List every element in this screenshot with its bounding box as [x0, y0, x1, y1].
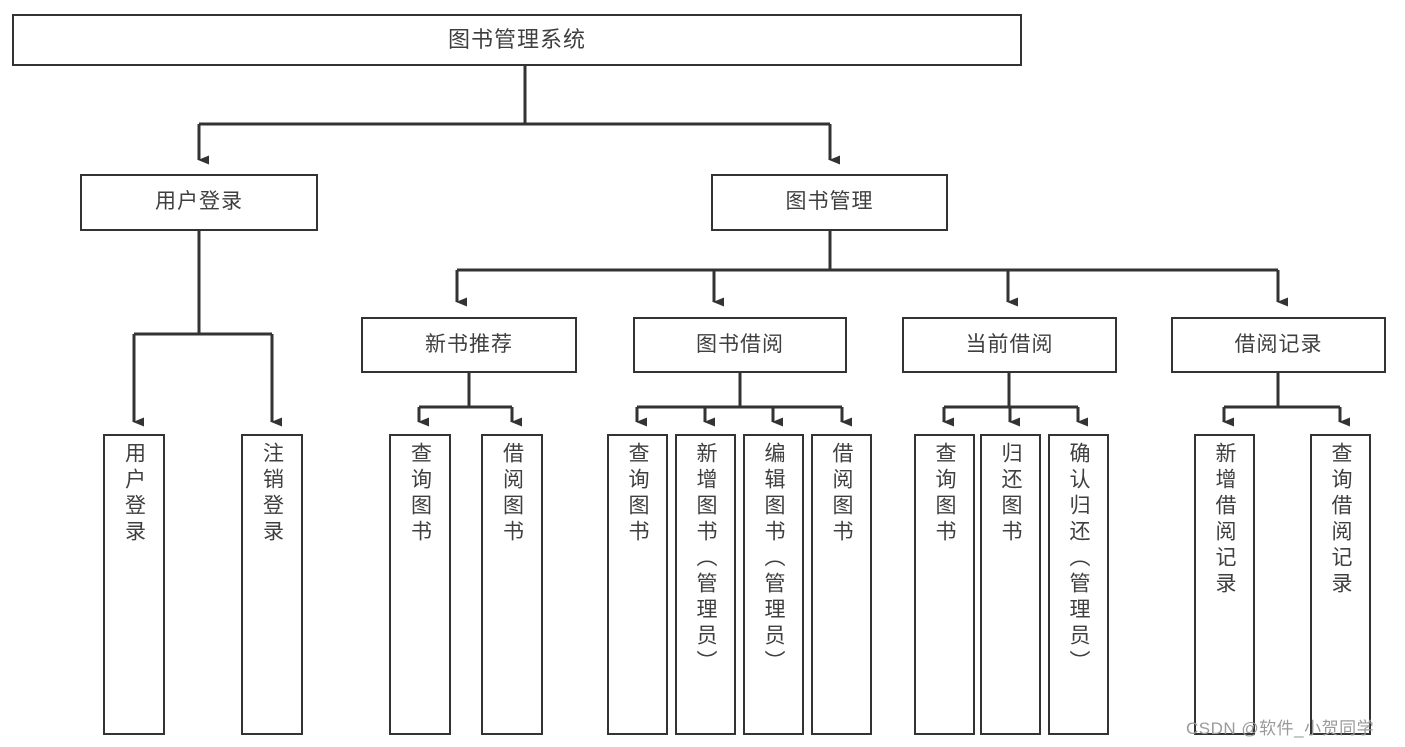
node-label: 注销登录 — [260, 442, 284, 546]
node-borrow-record[interactable]: 借阅记录 — [1171, 317, 1386, 373]
node-book-borrow[interactable]: 图书借阅 — [633, 317, 847, 373]
node-leaf-query-book-3[interactable]: 查询图书 — [914, 434, 975, 735]
node-leaf-borrow-book-1[interactable]: 借阅图书 — [481, 434, 543, 735]
node-book-manage[interactable]: 图书管理 — [711, 174, 948, 231]
node-leaf-query-book-1[interactable]: 查询图书 — [389, 434, 451, 735]
node-label: 借阅图书 — [500, 442, 524, 546]
node-label: 查询借阅记录 — [1329, 442, 1352, 598]
node-label: 编辑图书（管理员） — [762, 442, 785, 676]
node-leaf-confirm-return[interactable]: 确认归还（管理员） — [1048, 434, 1109, 735]
node-label: 用户登录 — [155, 190, 243, 214]
node-label: 借阅记录 — [1234, 332, 1323, 356]
node-label: 图书管理系统 — [447, 27, 586, 53]
node-leaf-query-book-2[interactable]: 查询图书 — [607, 434, 668, 735]
node-label: 查询图书 — [408, 442, 432, 546]
node-label: 查询图书 — [626, 442, 649, 546]
node-root-system[interactable]: 图书管理系统 — [12, 14, 1022, 66]
node-leaf-edit-book[interactable]: 编辑图书（管理员） — [743, 434, 804, 735]
node-leaf-borrow-book-2[interactable]: 借阅图书 — [811, 434, 872, 735]
node-label: 当前借阅 — [965, 332, 1054, 356]
node-label: 确认归还（管理员） — [1067, 442, 1090, 676]
node-user-login[interactable]: 用户登录 — [80, 174, 318, 231]
watermark-text: CSDN @软件_小贺同学 — [1186, 719, 1375, 738]
node-current-borrow[interactable]: 当前借阅 — [902, 317, 1117, 373]
node-label: 归还图书 — [999, 442, 1022, 546]
node-label: 新书推荐 — [425, 332, 513, 356]
node-label: 用户登录 — [122, 442, 146, 546]
node-label: 查询图书 — [933, 442, 956, 546]
node-leaf-add-record[interactable]: 新增借阅记录 — [1194, 434, 1255, 735]
node-leaf-query-record[interactable]: 查询借阅记录 — [1310, 434, 1371, 735]
node-label: 图书管理 — [785, 190, 874, 214]
node-leaf-return-book[interactable]: 归还图书 — [980, 434, 1041, 735]
node-leaf-user-logout[interactable]: 注销登录 — [241, 434, 303, 735]
node-leaf-user-login[interactable]: 用户登录 — [103, 434, 165, 735]
node-label: 图书借阅 — [696, 332, 784, 356]
node-label: 借阅图书 — [830, 442, 853, 546]
node-label: 新增图书（管理员） — [694, 442, 717, 676]
node-new-book-recommend[interactable]: 新书推荐 — [361, 317, 577, 373]
node-label: 新增借阅记录 — [1213, 442, 1236, 598]
node-leaf-add-book[interactable]: 新增图书（管理员） — [675, 434, 736, 735]
